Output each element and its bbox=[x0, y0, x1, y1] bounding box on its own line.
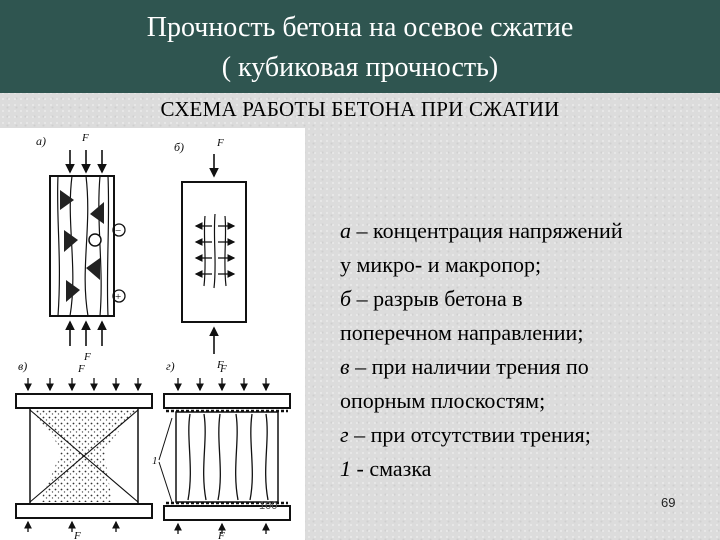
minus-sign: − bbox=[115, 225, 121, 237]
panel-a: а) F − bbox=[36, 132, 126, 363]
specimen-b bbox=[181, 181, 247, 323]
force-arrows-g-top bbox=[174, 378, 270, 392]
page-number: 69 bbox=[661, 495, 676, 510]
legend-one-text: - смазка bbox=[351, 456, 432, 481]
panel-v: в) F F bbox=[15, 359, 153, 540]
lubricant-leader-bottom bbox=[158, 461, 173, 503]
panel-b-label: б) bbox=[174, 140, 184, 154]
force-arrows-a-top bbox=[65, 150, 107, 174]
legend-b-key: б bbox=[340, 286, 352, 311]
legend-v-line2: опорным плоскостям; bbox=[340, 388, 546, 413]
legend-a-line2: у микро- и макропор; bbox=[340, 252, 542, 277]
force-label-v-bottom: F bbox=[73, 530, 81, 540]
legend-one-line: 1 - смазка bbox=[340, 452, 700, 486]
legend-v-key: в bbox=[340, 354, 350, 379]
force-arrows-v-bottom bbox=[24, 520, 120, 532]
vertical-split-cracks bbox=[187, 413, 269, 501]
legend-v-text: – при наличии трения по bbox=[349, 354, 589, 379]
legend-text: а – концентрация напряжений у микро- и м… bbox=[340, 214, 700, 486]
force-arrows-g-bottom bbox=[174, 522, 270, 534]
legend-a-line1: а – концентрация напряжений bbox=[340, 214, 700, 248]
force-label-g-bottom: F bbox=[217, 530, 225, 540]
legend-g-line1: г – при отсутствии трения; bbox=[340, 418, 700, 452]
slide-title-line1: Прочность бетона на осевое сжатие bbox=[146, 12, 574, 43]
minus-icon bbox=[112, 223, 126, 237]
panel-g-label: г) bbox=[166, 359, 175, 373]
legend-b-line2: поперечном направлении; bbox=[340, 320, 584, 345]
title-bar: Прочность бетона на осевое сжатие ( куби… bbox=[0, 0, 720, 93]
panel-g: г) F 1 bbox=[152, 359, 291, 540]
legend-b-text: – разрыв бетона в bbox=[351, 286, 523, 311]
slide-subtitle: СХЕМА РАБОТЫ БЕТОНА ПРИ СЖАТИИ bbox=[160, 97, 560, 121]
legend-g-key: г bbox=[340, 422, 349, 447]
concrete-compression-figure: а) F − bbox=[0, 128, 305, 540]
compression-scheme-drawing: а) F − bbox=[15, 132, 291, 540]
force-arrows-v-top bbox=[24, 378, 142, 392]
force-arrows-a-bottom bbox=[65, 320, 107, 346]
force-label-a-bottom: F bbox=[83, 351, 91, 363]
stress-concentration-wedges bbox=[60, 190, 104, 302]
plus-sign: + bbox=[115, 291, 121, 303]
lubricant-leader-top bbox=[158, 417, 173, 461]
top-platen-v bbox=[15, 393, 153, 409]
top-platen-g bbox=[163, 393, 291, 409]
specimen-g bbox=[175, 411, 279, 503]
bottom-platen-v bbox=[15, 503, 153, 519]
legend-g-text: – при отсутствии трения; bbox=[348, 422, 591, 447]
panel-v-label: в) bbox=[18, 359, 27, 373]
legend-v-line1: в – при наличии трения по bbox=[340, 350, 700, 384]
pore-circle bbox=[88, 233, 102, 247]
slide-title-line2: ( кубиковая прочность) bbox=[221, 52, 499, 83]
legend-a-text: – концентрация напряжений bbox=[351, 218, 623, 243]
force-label-v-top: F bbox=[77, 363, 85, 375]
plus-icon bbox=[112, 289, 126, 303]
longitudinal-cracks bbox=[203, 213, 227, 289]
bottom-platen-g bbox=[163, 505, 291, 521]
panel-a-label: а) bbox=[36, 134, 46, 148]
scan-page-number: 100 bbox=[259, 500, 278, 512]
force-label-a-top: F bbox=[81, 132, 89, 144]
specimen-a bbox=[49, 175, 115, 317]
legend-b-line1: б – разрыв бетона в bbox=[340, 282, 700, 316]
force-label-b-top: F bbox=[216, 137, 224, 149]
legend-one-key: 1 bbox=[340, 456, 351, 481]
panel-b: б) F F bbox=[174, 137, 247, 371]
force-label-g-top: F bbox=[219, 363, 227, 375]
lower-shear-cone bbox=[29, 455, 139, 503]
lubricant-marker-label: 1 bbox=[152, 455, 158, 467]
force-label-b-bottom: F bbox=[216, 359, 224, 371]
specimen-a-streamlines bbox=[56, 175, 110, 317]
legend-a-key: а bbox=[340, 218, 351, 243]
